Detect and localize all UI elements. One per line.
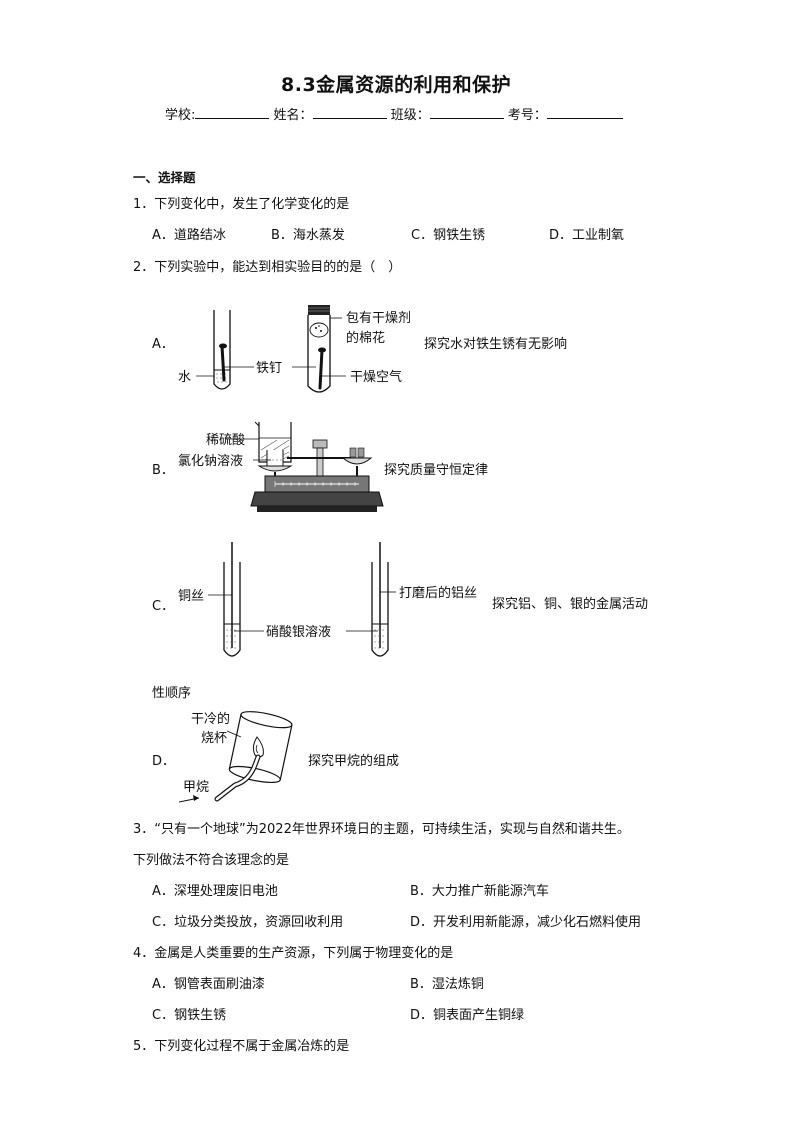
question-stem: 下列变化过程不属于金属冶炼的是	[154, 1039, 350, 1054]
balance-base	[250, 491, 384, 507]
question-2: 2．下列实验中，能达到相实验目的的是（ ）	[133, 256, 401, 275]
stopper	[308, 305, 330, 315]
arrow-icon	[193, 795, 199, 801]
label-cotton-1: 包有干燥剂	[346, 311, 411, 326]
label-aluminum-wire: 打磨后的铝丝	[399, 585, 477, 601]
class-label: 班级：	[390, 108, 430, 123]
question-number: 3．	[133, 822, 155, 837]
q2-option-a-figure: 水 铁钉 包有干燥剂 的棉花 干燥空气	[178, 305, 411, 393]
q2-option-c-purpose: 探究铝、铜、银的金属活动	[492, 597, 649, 612]
iron-nail-right	[318, 348, 324, 390]
label-dry-cold: 干冷的	[191, 711, 230, 727]
flame	[252, 736, 264, 758]
label-copper-wire: 铜丝	[178, 589, 204, 604]
weight-2	[357, 447, 365, 458]
q2-option-d-figure: 干冷的 烧杯 甲烷	[178, 711, 293, 803]
test-tube-left	[213, 310, 231, 390]
name-label: 姓名：	[273, 108, 313, 123]
q4-option-b[interactable]: B．湿法炼铜	[410, 977, 484, 992]
label-silver-nitrate: 硝酸银溶液	[266, 625, 331, 640]
question-number: 1．	[133, 197, 155, 212]
class-blank[interactable]	[429, 104, 504, 119]
exam-no-blank[interactable]	[546, 104, 623, 119]
q4-option-d[interactable]: D．铜表面产生铜绿	[410, 1008, 525, 1023]
student-info-row: 学校: 姓名： 班级： 考号：	[165, 104, 623, 123]
q3-option-c[interactable]: C．垃圾分类投放，资源回收利用	[152, 915, 344, 930]
q2-option-a-purpose: 探究水对铁生锈有无影响	[424, 337, 568, 352]
q2-option-c-purpose-cont: 性顺序	[152, 686, 192, 701]
question-number: 4．	[133, 946, 155, 961]
q2-option-a-letter[interactable]: A．	[152, 337, 174, 352]
q3-option-a[interactable]: A．深埋处理废旧电池	[152, 884, 278, 899]
label-nacl-solution: 氯化钠溶液	[178, 454, 243, 469]
label-methane: 甲烷	[183, 780, 209, 795]
test-tube-right	[307, 315, 331, 393]
label-beaker: 烧杯	[201, 731, 227, 746]
school-blank[interactable]	[195, 104, 270, 119]
label-cotton-2: 的棉花	[346, 330, 385, 346]
iron-nail-left	[220, 344, 226, 382]
balance-top	[312, 439, 328, 449]
q4-option-a[interactable]: A．钢管表面刷油漆	[152, 977, 265, 992]
label-iron-nail: 铁钉	[256, 361, 282, 376]
gas-tube	[215, 755, 260, 801]
question-stem-line1: “只有一个地球”为2022年世界环境日的主题，可持续生活，实现与自然和谐共生。	[154, 822, 630, 837]
q4-option-c[interactable]: C．钢铁生锈	[152, 1008, 227, 1023]
test-tube-right	[371, 562, 389, 657]
exam-no-label: 考号：	[507, 108, 547, 123]
label-dry-air: 干燥空气	[350, 369, 402, 385]
label-water: 水	[178, 370, 191, 385]
name-blank[interactable]	[312, 104, 387, 119]
question-number: 2．	[133, 260, 155, 275]
q2-option-d-purpose: 探究甲烷的组成	[308, 754, 400, 769]
cotton-with-desiccant	[309, 322, 329, 338]
question-4: 4．金属是人类重要的生产资源，下列属于物理变化的是	[133, 942, 453, 961]
question-5: 5．下列变化过程不属于金属冶炼的是	[133, 1035, 349, 1054]
question-3: 3．“只有一个地球”为2022年世界环境日的主题，可持续生活，实现与自然和谐共生…	[133, 818, 630, 837]
q1-option-c[interactable]: C．钢铁生锈	[411, 228, 486, 243]
question-stem: 下列变化中，发生了化学变化的是	[154, 197, 350, 212]
question-stem: 金属是人类重要的生产资源，下列属于物理变化的是	[154, 946, 454, 961]
q2-option-c-figure: 铜丝 打磨后的铝丝 硝酸银溶液	[178, 542, 477, 657]
section-title: 一、选择题	[133, 170, 196, 185]
q1-option-a[interactable]: A．道路结冰	[152, 228, 226, 243]
weight-1	[349, 447, 357, 458]
test-tube-left	[223, 562, 241, 657]
q2-option-b-figure: 稀硫酸 氯化钠溶液	[178, 421, 384, 512]
q2-option-d-letter[interactable]: D．	[152, 754, 176, 769]
q2-option-c-letter[interactable]: C．	[152, 599, 175, 614]
label-sulfuric-acid: 稀硫酸	[206, 433, 245, 448]
question-1: 1．下列变化中，发生了化学变化的是	[133, 193, 349, 212]
question-stem: 下列实验中，能达到相实验目的的是（ ）	[154, 260, 402, 275]
q3-option-d[interactable]: D．开发利用新能源，减少化石燃料使用	[410, 915, 642, 930]
q2-option-b-letter[interactable]: B．	[152, 463, 174, 478]
q1-option-b[interactable]: B．海水蒸发	[271, 228, 345, 243]
q2-option-b-purpose: 探究质量守恒定律	[384, 463, 489, 478]
small-beaker	[266, 450, 284, 467]
question-number: 5．	[133, 1039, 155, 1054]
page-title: 8.3金属资源的利用和保护	[281, 74, 512, 96]
q1-option-d[interactable]: D．工业制氧	[549, 228, 625, 243]
question-3-stem-line2: 下列做法不符合该理念的是	[133, 853, 290, 868]
school-label: 学校:	[165, 108, 196, 123]
q3-option-b[interactable]: B．大力推广新能源汽车	[410, 884, 549, 899]
